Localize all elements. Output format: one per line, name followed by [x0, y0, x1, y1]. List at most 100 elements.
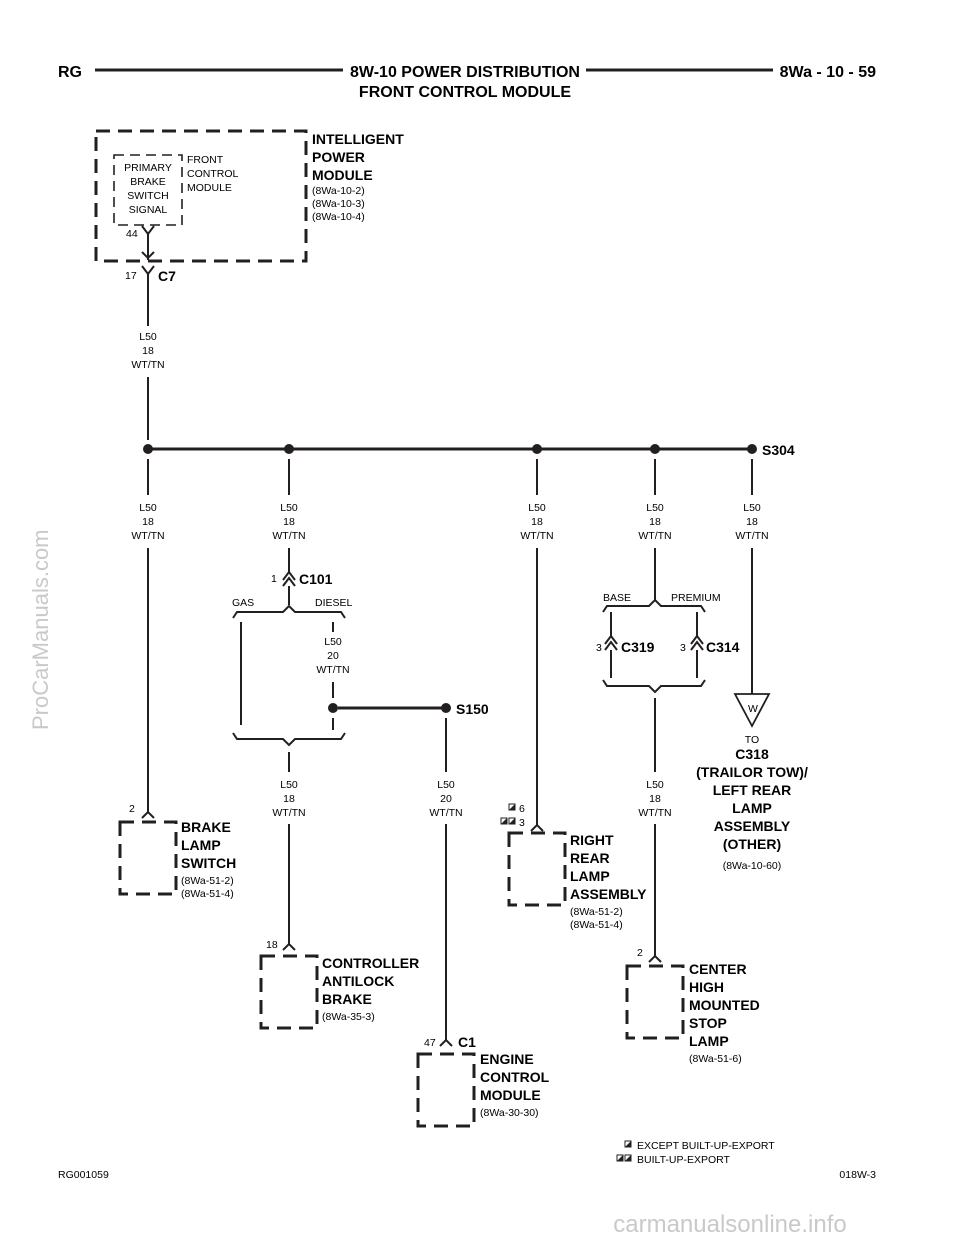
ipm-ref-3: (8Wa-10-4) [312, 211, 365, 223]
right-rear-pin-b: 3 [519, 817, 525, 829]
export-marker-double-icon [500, 817, 516, 825]
trailer-ref: (8Wa-10-60) [723, 860, 782, 872]
abs-title-2: ANTILOCK [322, 973, 394, 989]
c319-pin: 3 [596, 642, 602, 654]
c314-symbol-b [690, 640, 704, 651]
chmsl-title-2: HIGH [689, 979, 724, 995]
ecm-title-1: ENGINE [480, 1051, 534, 1067]
brake-switch-ref-1: (8Wa-51-2) [181, 875, 234, 887]
c101-pin: 1 [271, 573, 277, 585]
brake-switch-title-3: SWITCH [181, 855, 236, 871]
header-left: RG [58, 64, 82, 81]
ecm-title-3: MODULE [480, 1087, 541, 1103]
ipm-title-1: INTELLIGENT [312, 131, 404, 147]
legend-single-icon [624, 1140, 632, 1148]
c7-connector-symbol [141, 265, 155, 276]
right-rear-title-1: RIGHT [570, 832, 614, 848]
abs-terminal [282, 942, 296, 951]
right-rear-title-3: LAMP [570, 868, 610, 884]
ipm-title-3: MODULE [312, 167, 373, 183]
footer-right: 018W-3 [839, 1169, 876, 1181]
abs-pin: 18 [266, 939, 278, 951]
right-rear-box [507, 831, 567, 907]
chmsl-ref-1: (8Wa-51-6) [689, 1053, 742, 1065]
splice-dot-3 [532, 444, 542, 454]
base-premium-bracket-bottom [602, 679, 706, 694]
fcm-box [113, 154, 183, 226]
s150-dot-right [441, 703, 451, 713]
ecm-terminal [439, 1038, 453, 1047]
ipm-pin-44: 44 [126, 228, 138, 240]
abs-wire-code: L50 [280, 779, 298, 791]
trailer-line-5: ASSEMBLY [714, 818, 791, 834]
ipm-title-2: POWER [312, 149, 365, 165]
ecm-ref-1: (8Wa-30-30) [480, 1107, 539, 1119]
circuit-label-1: PRIMARY [124, 162, 172, 174]
diesel-wire-code: L50 [324, 636, 342, 648]
chmsl-title-4: STOP [689, 1015, 727, 1031]
legend-item-1: EXCEPT BUILT-UP-EXPORT [637, 1140, 775, 1152]
fcm-label-1: FRONT [187, 154, 224, 166]
option-gas: GAS [232, 597, 254, 609]
chmsl-box [625, 964, 685, 1040]
trailer-marker: W [748, 703, 758, 715]
branch-2-color: WT/TN [272, 530, 305, 542]
chmsl-title-5: LAMP [689, 1033, 729, 1049]
chmsl-wire-gauge: 18 [649, 793, 661, 805]
circuit-label-2: BRAKE [130, 176, 166, 188]
brake-switch-box [118, 820, 178, 896]
ecm-box [416, 1052, 476, 1128]
circuit-label-3: SWITCH [127, 190, 168, 202]
wire-top-code: L50 [139, 331, 157, 343]
c319-label: C319 [621, 639, 655, 655]
wire-continues-icon [733, 693, 771, 728]
abs-ref-1: (8Wa-35-3) [322, 1011, 375, 1023]
ecm-wire-code: L50 [437, 779, 455, 791]
header-title-2: FRONT CONTROL MODULE [359, 84, 571, 101]
right-rear-title-4: ASSEMBLY [570, 886, 647, 902]
branch-3-color: WT/TN [520, 530, 553, 542]
side-watermark: ProCarManuals.com [28, 529, 53, 730]
c314-symbol-a [690, 634, 704, 645]
branch-3-code: L50 [528, 502, 546, 514]
c319-symbol-b [604, 640, 618, 651]
gas-diesel-bracket-bottom [232, 732, 346, 747]
branch-1-code: L50 [139, 502, 157, 514]
brake-switch-pin: 2 [129, 803, 135, 815]
branch-4-code: L50 [646, 502, 664, 514]
brake-switch-ref-2: (8Wa-51-4) [181, 888, 234, 900]
wire-top-color: WT/TN [131, 359, 164, 371]
abs-box [259, 954, 319, 1030]
right-rear-title-2: REAR [570, 850, 610, 866]
chmsl-wire-code: L50 [646, 779, 664, 791]
abs-wire-gauge: 18 [283, 793, 295, 805]
option-base: BASE [603, 592, 631, 604]
wire-top-gauge: 18 [142, 345, 154, 357]
branch-1-gauge: 18 [142, 516, 154, 528]
ipm-ref-1: (8Wa-10-2) [312, 185, 365, 197]
fcm-label-2: CONTROL [187, 168, 238, 180]
option-premium: PREMIUM [671, 592, 721, 604]
right-rear-ref-1: (8Wa-51-2) [570, 906, 623, 918]
c314-label: C314 [706, 639, 740, 655]
trailer-line-6: (OTHER) [723, 836, 781, 852]
ecm-pin: 47 [424, 1037, 436, 1049]
branch-4-color: WT/TN [638, 530, 671, 542]
trailer-to: TO [745, 734, 759, 746]
splice-dot-1 [143, 444, 153, 454]
base-premium-bracket-top [602, 598, 706, 613]
splice-dot-5 [747, 444, 757, 454]
fcm-label-3: MODULE [187, 182, 232, 194]
branch-2-gauge: 18 [283, 516, 295, 528]
ipm-box [94, 129, 308, 263]
branch-5-gauge: 18 [746, 516, 758, 528]
trailer-line-3: LEFT REAR [713, 782, 792, 798]
ipm-ref-2: (8Wa-10-3) [312, 198, 365, 210]
chmsl-title-3: MOUNTED [689, 997, 760, 1013]
ecm-wire-gauge: 20 [440, 793, 452, 805]
splice-dot-4 [650, 444, 660, 454]
brake-switch-title-1: BRAKE [181, 819, 231, 835]
splice-dot-2 [284, 444, 294, 454]
trailer-line-4: LAMP [732, 800, 772, 816]
